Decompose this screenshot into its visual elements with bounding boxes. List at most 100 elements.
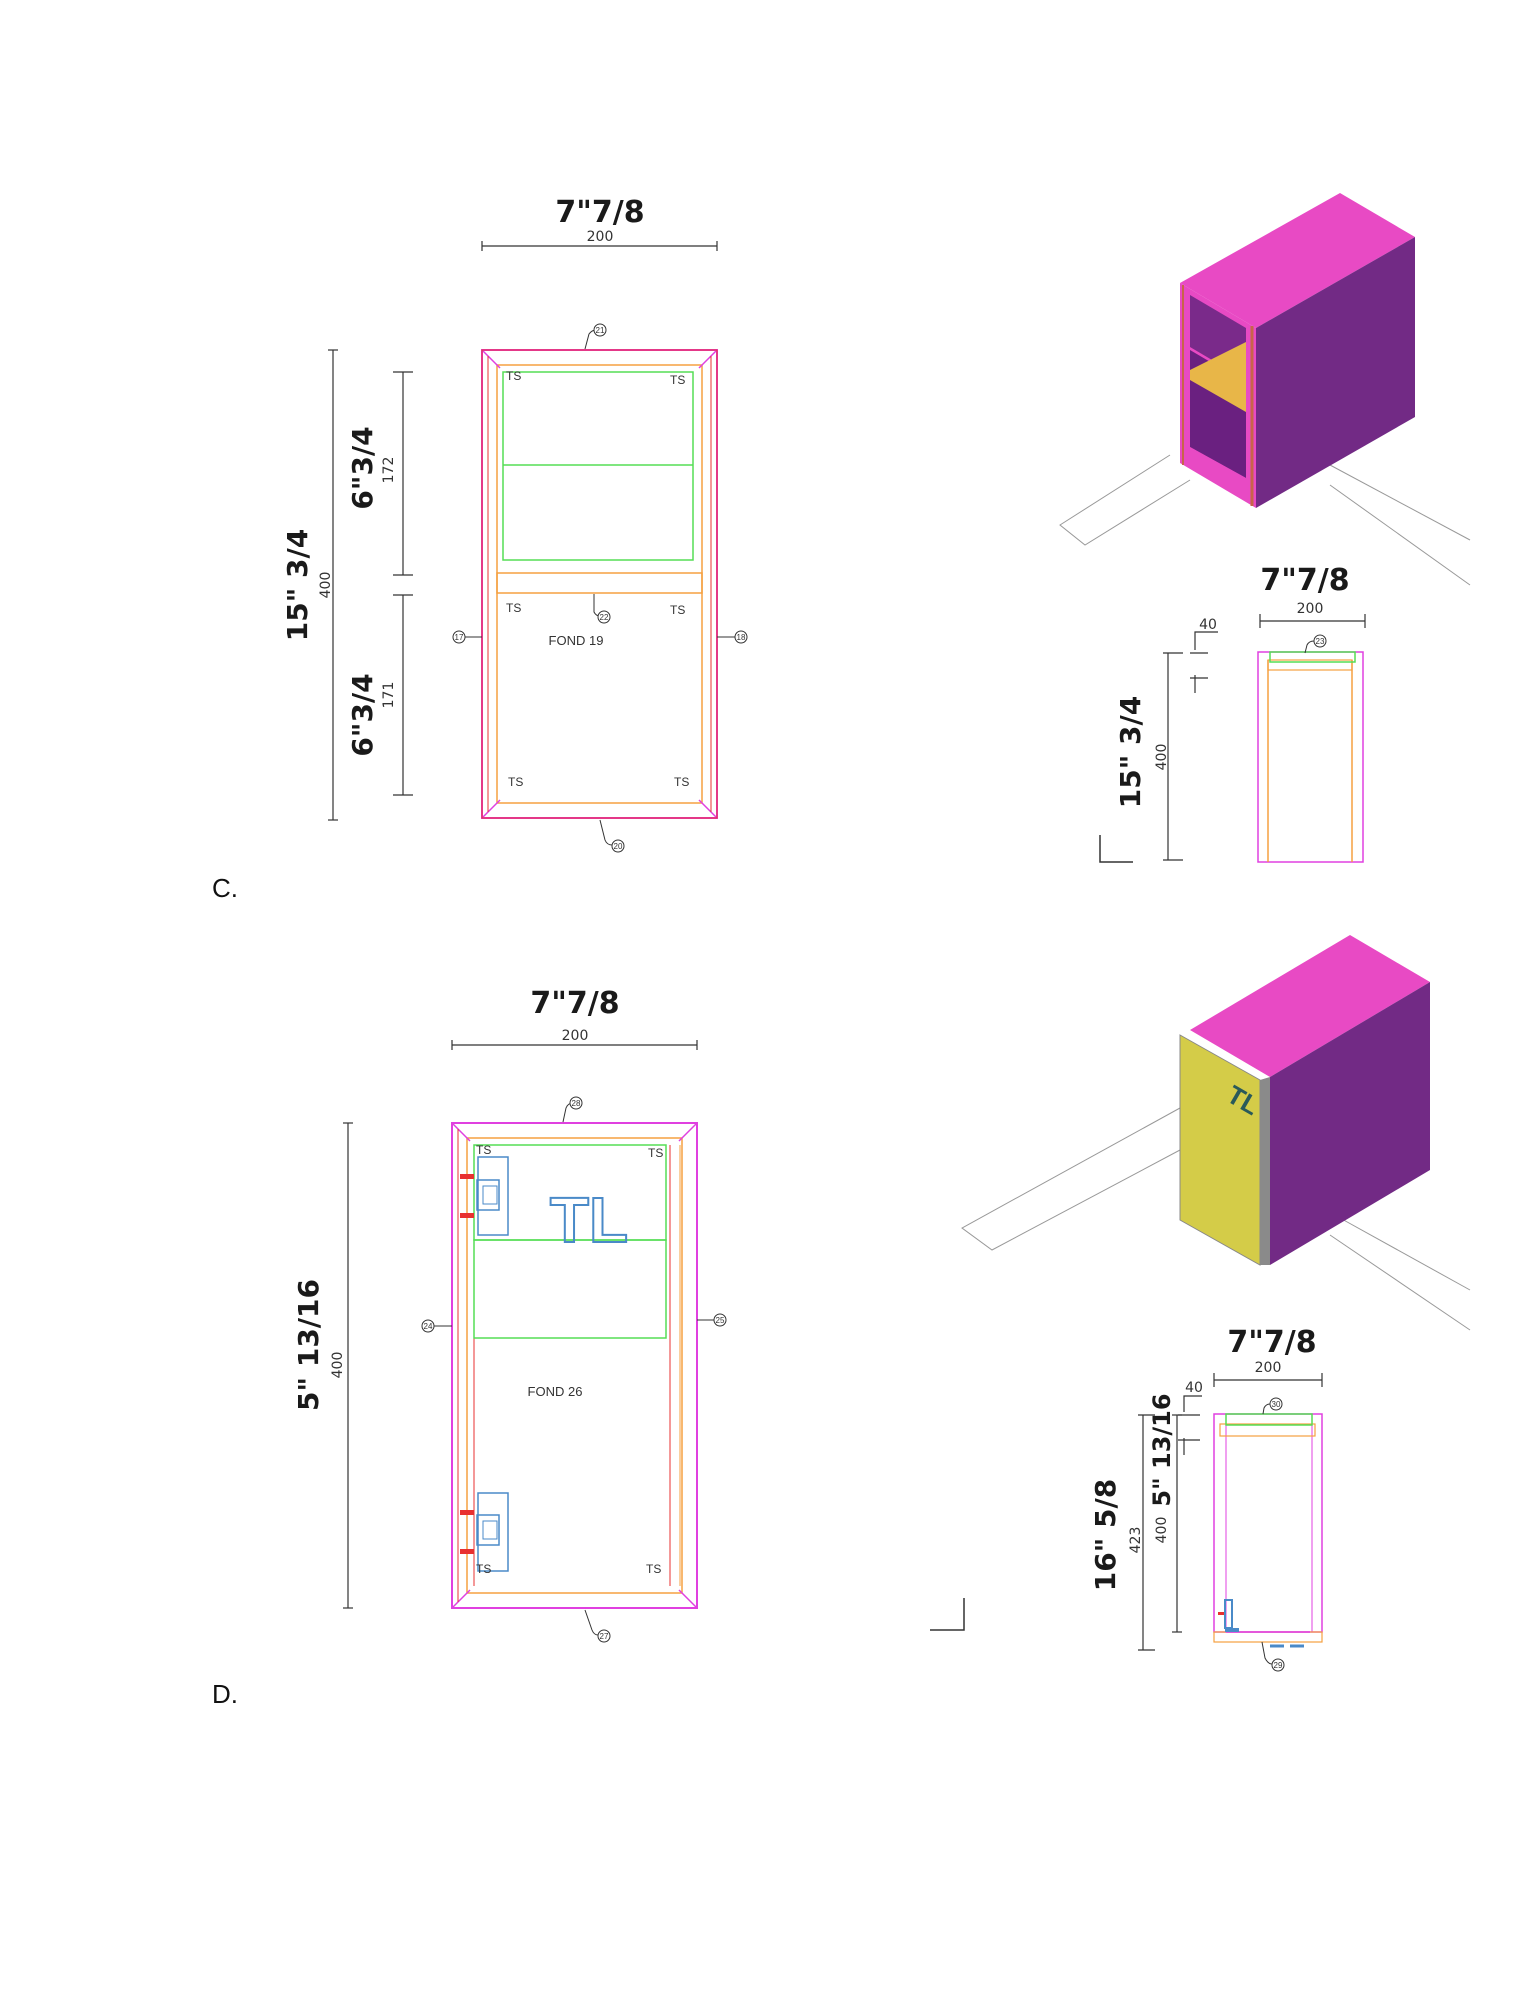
d-side-top-band: [1219, 1423, 1316, 1437]
c-iso-bottom-panel: [1190, 447, 1246, 495]
d-callout-left: 24: [421, 1319, 452, 1333]
c-side-height-mm: 400: [1154, 744, 1170, 771]
c-iso-top-panel: [1180, 193, 1415, 328]
d-front-width-dimension-line: [451, 1040, 698, 1050]
c-iso-shelf: [1190, 342, 1246, 412]
d-callout-right: 25: [697, 1313, 727, 1327]
d-front-height-mm: 400: [330, 1352, 346, 1379]
d-side-total-dimension-line: [1138, 1414, 1155, 1651]
d-side-height-dimension-line: [1172, 1414, 1182, 1633]
section-d-front-view: 7"7/8 200 5" 13/16 400: [292, 986, 727, 1643]
c-side-offset-dimension-line: [1190, 631, 1218, 693]
svg-text:29: 29: [1274, 1661, 1283, 1670]
c-side-callout-top: 23: [1304, 634, 1327, 654]
d-iso-side-panel: [1270, 982, 1430, 1265]
c-front-ts-label: TS: [506, 369, 521, 383]
d-front-hinge-bottom: [460, 1492, 509, 1572]
d-front-tl-logo: TL: [550, 1184, 628, 1256]
c-side-height-inches: 15" 3/4: [1114, 696, 1147, 809]
d-side-callout-bottom: 29: [1261, 1641, 1285, 1672]
svg-text:24: 24: [424, 1322, 433, 1331]
c-front-ts-label: TS: [670, 373, 685, 387]
c-side-top-panel: [1269, 651, 1356, 663]
d-side-total-mm: 423: [1128, 1527, 1144, 1554]
c-iso-side-panel: [1256, 237, 1415, 508]
c-corner-mark: [1099, 835, 1133, 863]
d-front-ts-label: TS: [648, 1146, 663, 1160]
section-d-isometric-view: TL: [961, 935, 1471, 1331]
d-callout-bottom: 27: [584, 1609, 611, 1643]
c-side-outline: [1257, 651, 1364, 863]
c-front-ts-label: TS: [508, 775, 523, 789]
c-front-upper-drawer: [502, 371, 694, 561]
d-front-fond-label: FOND 26: [528, 1384, 583, 1399]
c-front-shelf: [496, 572, 703, 594]
svg-text:17: 17: [455, 633, 464, 642]
d-side-base: [1213, 1631, 1323, 1643]
d-side-offset-dimension-line: [1178, 1395, 1202, 1455]
c-front-upper-dimension-line: [393, 371, 413, 576]
c-iso-floor-lines: [1059, 454, 1471, 586]
d-front-ts-label: TS: [476, 1562, 491, 1576]
d-side-offset-mm: 40: [1185, 1380, 1203, 1396]
d-side-top-panel: [1225, 1413, 1313, 1426]
section-c-front-view: 7"7/8 200 15" 3/4 400 6"3/4 172: [281, 195, 748, 853]
d-side-width-inches: 7"7/8: [1227, 1325, 1316, 1360]
c-front-width-dimension-line: [481, 241, 718, 251]
c-side-height-dimension-line: [1163, 652, 1183, 861]
c-front-ts-label: TS: [670, 603, 685, 617]
d-front-ts-label: TS: [476, 1143, 491, 1157]
c-front-width-mm: 200: [587, 229, 614, 245]
svg-text:30: 30: [1272, 1400, 1281, 1409]
d-side-height-inches: 5" 13/16: [1148, 1393, 1176, 1506]
d-side-callout-top: 30: [1262, 1397, 1283, 1415]
c-side-top-band: [1267, 659, 1353, 671]
svg-text:22: 22: [600, 613, 609, 622]
c-front-lower-dimension-line: [393, 594, 413, 796]
d-side-total-inches: 16" 5/8: [1089, 1479, 1122, 1592]
c-front-upper-mm: 172: [381, 457, 397, 484]
svg-text:18: 18: [737, 633, 746, 642]
d-front-height-dimension-line: [343, 1122, 353, 1609]
c-front-fond-label: FOND 19: [549, 633, 604, 648]
section-c-label: C.: [212, 873, 238, 903]
svg-text:27: 27: [600, 1632, 609, 1641]
d-side-width-dimension-line: [1213, 1373, 1323, 1387]
d-iso-top-panel: [1190, 935, 1430, 1077]
c-side-width-dimension-line: [1259, 614, 1366, 628]
c-front-ts-label: TS: [674, 775, 689, 789]
d-front-width-mm: 200: [562, 1028, 589, 1044]
d-front-hinge-top: [460, 1156, 509, 1236]
svg-text:25: 25: [716, 1316, 725, 1325]
svg-text:20: 20: [614, 842, 623, 851]
c-callout-bottom: 20: [599, 819, 625, 853]
d-front-drawer-lower: [473, 1239, 667, 1339]
c-side-width-inches: 7"7/8: [1260, 563, 1349, 598]
c-front-width-inches: 7"7/8: [555, 195, 644, 230]
section-c: 7"7/8 200 15" 3/4 400 6"3/4 172: [212, 193, 1471, 903]
c-front-lower-mm: 171: [381, 682, 397, 709]
d-front-height-inches: 5" 13/16: [292, 1279, 325, 1411]
d-iso-door: [1179, 1034, 1261, 1266]
c-front-height-mm: 400: [318, 572, 334, 599]
c-front-height-inches: 15" 3/4: [281, 529, 314, 642]
c-front-ts-label: TS: [506, 601, 521, 615]
c-front-height-dimension-line: [328, 349, 338, 821]
c-front-cabinet-outline: [481, 349, 718, 819]
d-side-width-mm: 200: [1255, 1360, 1282, 1376]
c-front-lower-inches: 6"3/4: [346, 673, 379, 756]
c-callout-right: 18: [717, 630, 748, 644]
svg-text:23: 23: [1316, 637, 1325, 646]
svg-text:21: 21: [596, 326, 605, 335]
c-callout-top: 21: [584, 323, 607, 350]
d-side-height-mm: 400: [1154, 1517, 1170, 1544]
d-front-ts-label: TS: [646, 1562, 661, 1576]
section-c-isometric-view: [1059, 193, 1471, 586]
c-side-width-mm: 200: [1297, 601, 1324, 617]
d-corner-mark: [930, 1598, 965, 1631]
d-front-cabinet-outline: [451, 1122, 698, 1609]
c-side-offset-mm: 40: [1199, 617, 1217, 633]
c-callout-left: 17: [452, 630, 482, 644]
section-d-side-view: 7"7/8 200 40 16" 5/8 423: [930, 1325, 1323, 1672]
